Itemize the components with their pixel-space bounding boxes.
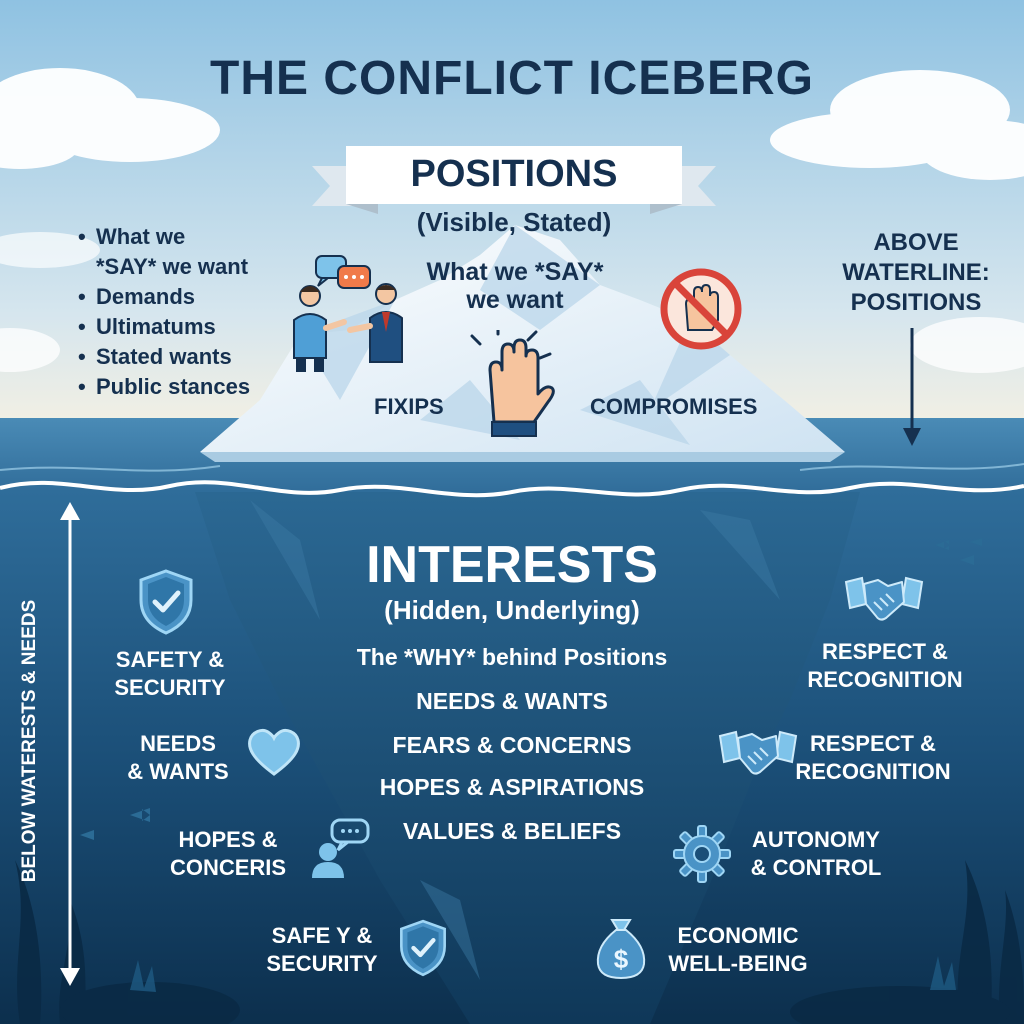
above-waterline-label: ABOVE WATERLINE: POSITIONS [826,228,1006,318]
seaweed-left [15,860,240,1024]
seaweed-right [790,860,1024,1024]
interests-heading: INTERESTS [366,536,658,594]
speech-person-icon [312,818,370,878]
label-line: POSITIONS [850,289,982,316]
positions-bullet-list: •What we *SAY* we want •Demands •Ultimat… [78,222,250,402]
interests-item: NEEDS & WANTS [416,688,608,714]
respect-recognition-label-2: RESPECT &RECOGNITION [795,731,951,784]
svg-text:$: $ [614,944,629,974]
compromises-label: COMPROMISES [590,394,758,419]
fixips-label: FIXIPS [374,394,444,419]
interests-item: HOPES & ASPIRATIONS [379,774,645,800]
interests-item: VALUES & BELIEFS [402,818,622,844]
list-item: •Demands [78,284,196,309]
interests-why-line: The *WHY* behind Positions [356,644,668,670]
center-line: What we *SAY* [426,258,604,286]
below-waterline-label: BELOW WATERESTS & NEEDS [19,599,40,883]
positions-center-text: What we *SAY* we want [380,258,650,314]
positions-subheading: (Visible, Stated) [416,207,612,237]
heart-icon [248,728,300,776]
list-item: •Public stances [78,374,251,399]
label-line: ABOVE [873,229,959,256]
list-item: •Stated wants [78,344,232,369]
hopes-concerns-label: HOPES &CONCERIS [169,827,287,880]
label-line: WATERLINE: [842,259,990,286]
fish [80,538,982,840]
autonomy-control-label: AUTONOMY& CONTROL [750,827,882,880]
down-arrow [903,328,921,446]
gear-icon [673,825,731,883]
handshake-icon [844,576,924,621]
interests-item: FEARS & CONCERNS [392,732,632,758]
money-bag-icon: $ [596,919,646,980]
list-item: •What we [78,224,186,249]
page-title: THE CONFLICT ICEBERG [210,52,814,105]
positions-heading: POSITIONS [410,153,618,195]
no-hand-icon [660,268,742,350]
clouds [0,68,1024,373]
shield-check-icon [400,919,446,977]
safety-security-label: SAFETY &SECURITY [114,647,226,700]
people-talking-icon [293,255,403,372]
handshake-icon [718,730,798,775]
shield-check-icon [139,569,193,635]
needs-wants-label: NEEDS& WANTS [127,731,229,784]
raised-hand-icon [470,330,555,437]
safety-security-label-2: SAFE Y &SECURITY [266,923,378,976]
depth-arrow [60,502,80,986]
positions-banner [312,146,716,214]
list-item: *SAY* we want [96,254,249,279]
interests-subheading: (Hidden, Underlying) [384,595,640,625]
list-item: •Ultimatums [78,314,216,339]
respect-recognition-label: RESPECT &RECOGNITION [807,639,963,692]
center-line: we want [466,286,564,314]
